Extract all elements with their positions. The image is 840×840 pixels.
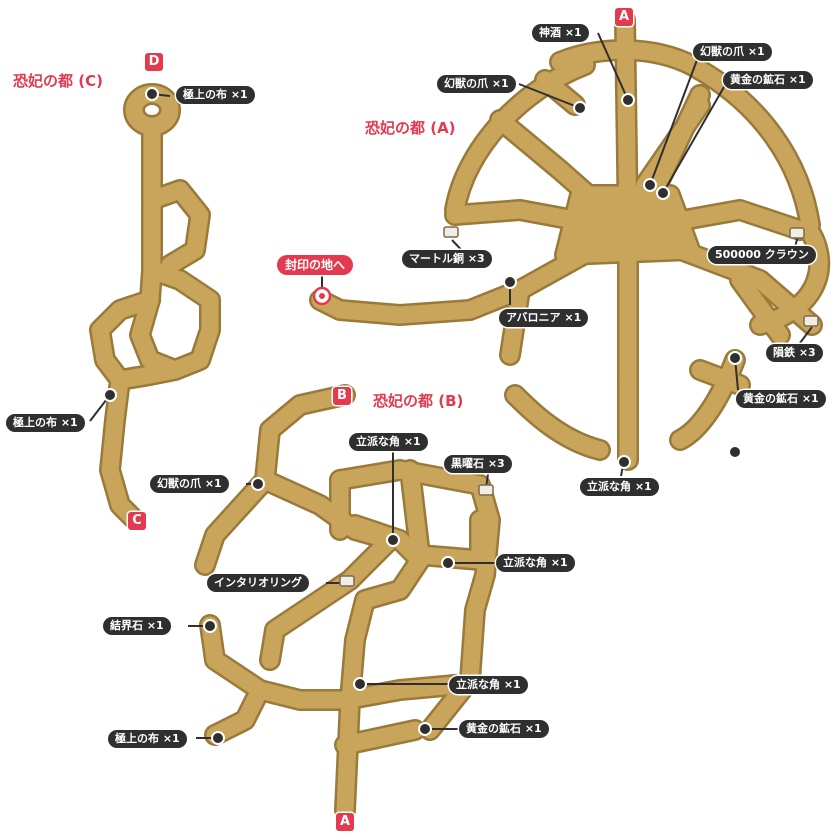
exit-marker-icon xyxy=(312,286,332,306)
item-dot-icon xyxy=(386,533,400,547)
item-label: 立派な角 ×1 xyxy=(349,433,428,451)
item-label: 立派な角 ×1 xyxy=(580,478,659,496)
item-label: 黄金の鉱石 ×1 xyxy=(723,71,813,89)
marker-a-top[interactable]: A xyxy=(615,8,633,26)
item-label: 幻獣の爪 ×1 xyxy=(693,43,772,61)
item-label: 極上の布 ×1 xyxy=(176,86,255,104)
treasure-chest-icon xyxy=(339,575,355,587)
item-label: 黄金の鉱石 ×1 xyxy=(736,390,826,408)
item-dot-icon xyxy=(418,722,432,736)
item-label: 極上の布 ×1 xyxy=(6,414,85,432)
item-label: 黄金の鉱石 ×1 xyxy=(459,720,549,738)
item-dot-icon xyxy=(211,731,225,745)
item-dot-icon xyxy=(621,93,635,107)
treasure-chest-icon xyxy=(803,315,819,327)
treasure-chest-icon xyxy=(789,227,805,239)
treasure-chest-icon xyxy=(443,226,459,238)
item-label: 極上の布 ×1 xyxy=(108,730,187,748)
item-dot-icon xyxy=(145,87,159,101)
item-dot-icon xyxy=(656,186,670,200)
item-dot-icon xyxy=(503,275,517,289)
item-label: 結界石 ×1 xyxy=(103,617,171,635)
item-dot-icon xyxy=(617,455,631,469)
item-dot-icon xyxy=(103,388,117,402)
item-label: 立派な角 ×1 xyxy=(496,554,575,572)
map-c-title: 恐妃の都 (C) xyxy=(6,70,110,92)
item-label: 幻獣の爪 ×1 xyxy=(437,75,516,93)
item-label: 500000 クラウン xyxy=(708,246,816,264)
item-dot-icon xyxy=(251,477,265,491)
map-c-paths xyxy=(100,94,210,520)
item-label: 黒曜石 ×3 xyxy=(444,455,512,473)
item-label: 立派な角 ×1 xyxy=(449,676,528,694)
item-label: アバロニア ×1 xyxy=(499,309,589,327)
item-dot-icon xyxy=(728,351,742,365)
item-label: マートル銅 ×3 xyxy=(402,250,492,268)
marker-b[interactable]: B xyxy=(333,387,351,405)
treasure-chest-icon xyxy=(478,484,494,496)
item-label: インタリオリング xyxy=(207,574,309,592)
map-b-title: 恐妃の都 (B) xyxy=(366,390,471,412)
item-dots xyxy=(103,87,742,745)
item-dot-icon xyxy=(441,556,455,570)
item-label: 神酒 ×1 xyxy=(532,24,589,42)
marker-c[interactable]: C xyxy=(128,512,146,530)
map-a-title: 恐妃の都 (A) xyxy=(358,117,463,139)
treasure-chests xyxy=(339,226,819,587)
exit-label[interactable]: 封印の地へ xyxy=(277,255,354,275)
item-dot-icon xyxy=(203,619,217,633)
item-dot-icon xyxy=(353,677,367,691)
marker-d[interactable]: D xyxy=(145,53,163,71)
item-dot-icon xyxy=(728,445,742,459)
item-label: 隕鉄 ×3 xyxy=(766,344,823,362)
marker-a-bottom[interactable]: A xyxy=(336,813,354,831)
item-dot-icon xyxy=(643,178,657,192)
item-label: 幻獣の爪 ×1 xyxy=(150,475,229,493)
item-dot-icon xyxy=(573,101,587,115)
